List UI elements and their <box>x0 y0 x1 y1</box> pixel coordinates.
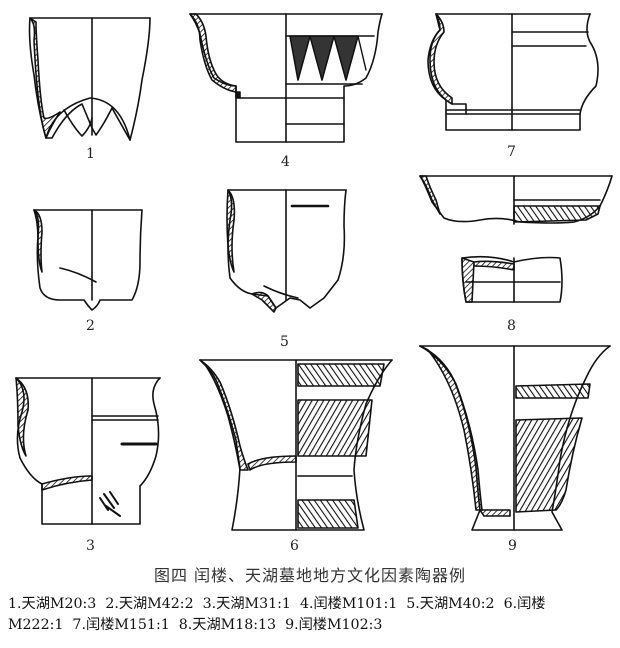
vessel-8-drawing <box>419 175 613 303</box>
vessel-number-7: 7 <box>507 144 516 160</box>
vessel-number-3: 3 <box>86 538 95 554</box>
vessel-number-4: 4 <box>281 154 290 170</box>
vessel-9-drawing <box>419 345 611 531</box>
vessel-2-drawing <box>33 209 143 311</box>
legend-item: 7.闰楼M151:1 <box>72 617 170 633</box>
figure-caption-legend: 1.天湖M20:3 2.天湖M42:2 3.天湖M31:1 4.闰楼M101:1 5.天… <box>8 594 614 636</box>
pottery-figure: 1 4 7 <box>15 13 613 554</box>
vessel-5-drawing <box>226 189 347 313</box>
legend-item: 2.天湖M42:2 <box>105 596 194 612</box>
legend-item: 3.天湖M31:1 <box>202 596 291 612</box>
legend-item: 6.闰楼 <box>503 596 546 612</box>
vessel-number-5: 5 <box>280 334 289 350</box>
figure-caption-title: 图四 闰楼、天湖墓地地方文化因素陶器例 <box>153 566 467 585</box>
vessel-number-2: 2 <box>86 318 95 334</box>
vessel-4-drawing <box>189 13 383 143</box>
legend-item: 4.闰楼M101:1 <box>299 596 398 612</box>
vessel-number-1: 1 <box>86 146 95 162</box>
vessel-3-drawing <box>15 377 161 525</box>
vessel-7-drawing <box>427 13 599 131</box>
vessel-1-drawing <box>28 17 151 141</box>
legend-item: M222:1 <box>8 617 64 633</box>
legend-item: 5.天湖M40:2 <box>406 596 495 612</box>
legend-item: 9.闰楼M102:3 <box>285 617 383 633</box>
legend-item: 1.天湖M20:3 <box>8 596 97 612</box>
vessel-number-9: 9 <box>508 538 517 554</box>
legend-item: 8.天湖M18:13 <box>178 617 277 633</box>
vessel-number-6: 6 <box>290 538 299 554</box>
vessel-6-drawing <box>199 359 393 531</box>
vessel-number-8: 8 <box>507 318 516 334</box>
